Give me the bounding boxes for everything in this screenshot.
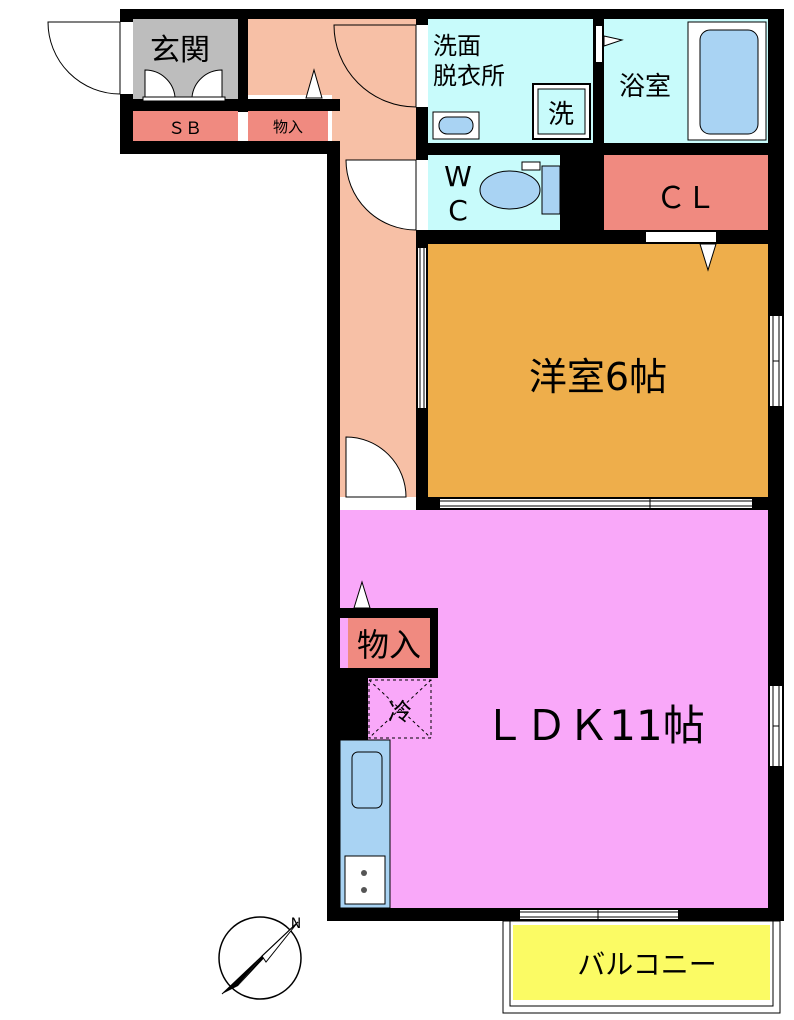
bathroom-label: 浴室 (619, 72, 671, 102)
north-arrow-icon (218, 916, 302, 1000)
door-swings (47, 21, 417, 498)
hallway-floor (243, 17, 416, 505)
entrance-label: 玄関 (150, 33, 210, 68)
western-room-label: 洋室6帖 (529, 355, 667, 399)
ldk-storage-label: 物入 (357, 626, 421, 664)
hall-storage-label: 物入 (273, 118, 303, 136)
closet-floor (604, 155, 768, 230)
balcony-label: バルコニー (577, 948, 716, 981)
washroom-label-1: 洗面 (433, 32, 481, 60)
ldk-storage (348, 618, 430, 668)
window-lines (419, 248, 780, 919)
wc-label-1: W (444, 160, 472, 193)
walls (120, 9, 784, 921)
shoebox-doors (142, 69, 226, 102)
fridge-space (368, 679, 432, 739)
balcony-floor (513, 925, 770, 1000)
hall-storage (248, 111, 328, 141)
western-room-floor (428, 244, 768, 497)
toilet (479, 161, 561, 215)
wc-label-2: C (448, 194, 468, 227)
kitchen-counter (339, 739, 391, 909)
ldk-floor (340, 510, 770, 910)
north-label: N (291, 916, 301, 932)
washer-label: 洗 (548, 100, 574, 130)
washroom-label-2: 脱衣所 (433, 62, 505, 90)
door-arrows (305, 35, 717, 609)
fridge-label: 冷 (388, 698, 412, 726)
ldk-label: ＬＤＫ11帖 (483, 701, 704, 750)
closet-label: ＣＬ (656, 181, 716, 216)
shoe-box-label: ＳＢ (168, 119, 202, 139)
shoe-box (133, 111, 238, 141)
